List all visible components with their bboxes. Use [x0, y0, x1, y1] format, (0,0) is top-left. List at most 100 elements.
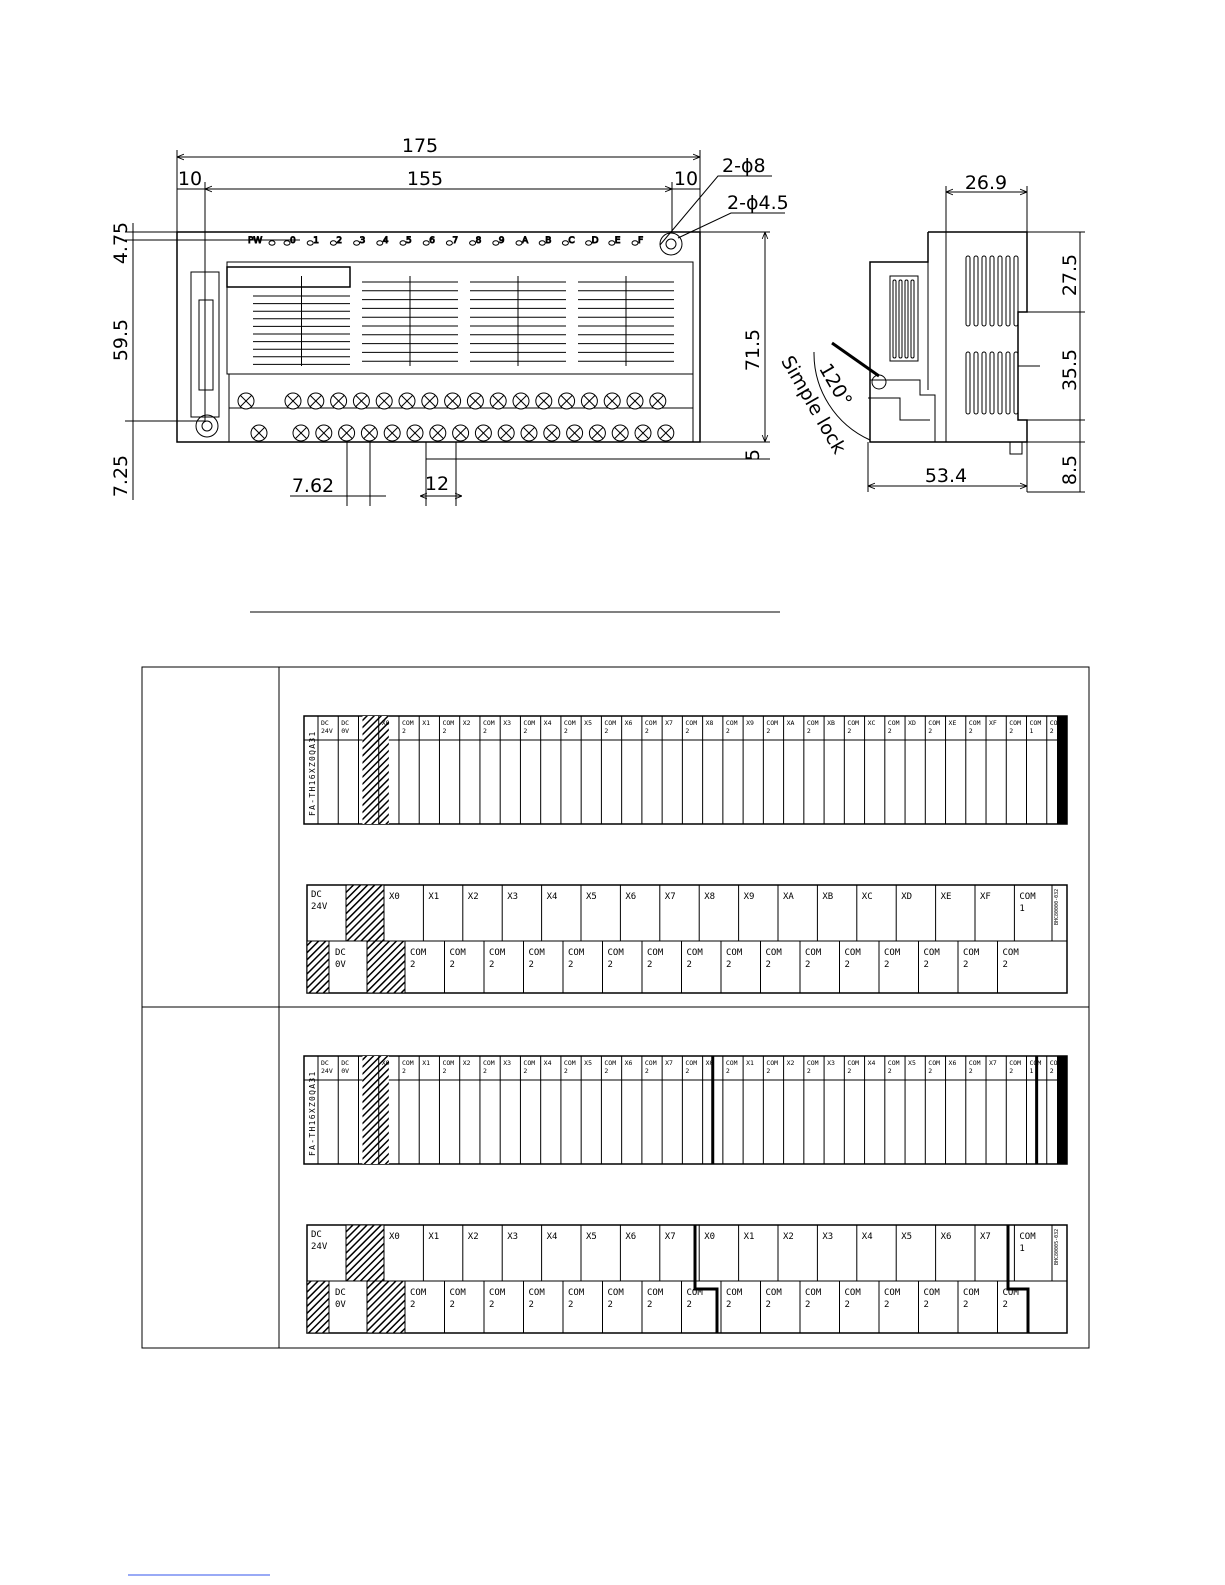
terminal-label: X9 — [744, 892, 755, 902]
label-strip-text: 1 — [1030, 727, 1034, 735]
terminal-label: X8 — [704, 892, 715, 902]
terminal-label: 24V — [311, 1242, 328, 1252]
side-vent — [904, 279, 909, 359]
side-vent — [973, 255, 979, 327]
led-label: 1 — [313, 236, 319, 246]
model-label: FA-TH16XZ0QA31 — [308, 1070, 317, 1156]
code-label: BHC80000-032 — [1054, 889, 1060, 925]
terminal-label: 2 — [608, 960, 613, 970]
label-strip-text: XE — [949, 719, 957, 727]
label-strip-text: COM — [1009, 1059, 1021, 1067]
terminal-label: COM — [726, 948, 743, 958]
label-strip-text: 2 — [847, 727, 851, 735]
terminal-label: COM — [608, 1288, 625, 1298]
screw-slot — [629, 395, 641, 407]
terminal-label: X2 — [468, 1232, 479, 1242]
screw-slot — [492, 395, 505, 407]
label-strip-text: COM — [604, 1059, 616, 1067]
label-strip-text: X6 — [625, 1059, 633, 1067]
label-strip-text: 2 — [928, 1067, 932, 1075]
terminal-label: COM — [529, 1288, 546, 1298]
led-indicator — [538, 240, 546, 246]
side-vent — [1005, 255, 1011, 327]
side-vent — [997, 351, 1003, 415]
label-strip-text: COM — [888, 719, 900, 727]
label-strip-text: X1 — [746, 1059, 754, 1067]
terminal-label: COM — [924, 1288, 941, 1298]
blank-terminal — [306, 1280, 330, 1334]
terminal-label: X7 — [665, 892, 676, 902]
label-strip-text: X3 — [503, 719, 511, 727]
dim-left-margin: 10 — [178, 168, 202, 190]
terminal-label: COM — [608, 948, 625, 958]
dim-terminal-pitch: 7.62 — [292, 475, 334, 497]
terminal-label: 2 — [450, 960, 455, 970]
terminal-table — [141, 666, 1090, 1349]
led-label: 0 — [290, 236, 296, 246]
label-strip-text: X2 — [463, 719, 471, 727]
blank-terminal — [362, 1056, 389, 1164]
label-strip-text: COM — [1050, 1059, 1062, 1067]
led-indicator — [399, 240, 407, 246]
group-separator — [1006, 1225, 1030, 1333]
model-label: FA-TH16XZ0QA31 — [308, 730, 317, 816]
label-strip-text: 2 — [766, 727, 770, 735]
label-strip-text: COM — [847, 1059, 859, 1067]
label-strip-text: X4 — [544, 719, 552, 727]
dim-bottom-width: 53.4 — [925, 465, 967, 487]
screw-slot — [523, 427, 535, 439]
terminal-label: 2 — [489, 960, 494, 970]
terminal-label: X1 — [744, 1232, 755, 1242]
label-strip-text: X7 — [665, 1059, 673, 1067]
label-strip-text: 2 — [1050, 1067, 1054, 1075]
screw-slot — [606, 395, 619, 407]
label-strip-text: COM — [726, 1059, 738, 1067]
label-strip-text: 2 — [888, 727, 892, 735]
screw-slot — [378, 395, 391, 407]
screw-slot — [651, 395, 664, 407]
screw-slot — [591, 427, 604, 439]
terminal-label: X6 — [625, 1232, 636, 1242]
label-strip-text: 2 — [969, 727, 973, 735]
terminal-label: X4 — [547, 1232, 558, 1242]
label-strip-text: 2 — [645, 1067, 649, 1075]
dim-upper: 27.5 — [1059, 254, 1081, 296]
screw-slot — [340, 427, 353, 439]
terminal-label: 24V — [311, 902, 328, 912]
label-strip-text: COM — [888, 1059, 900, 1067]
label-strip-text: X6 — [625, 719, 633, 727]
terminal-label: X5 — [586, 892, 597, 902]
label-strip-text: XD — [908, 719, 916, 727]
label-strip-text: COM — [928, 1059, 940, 1067]
label-strip-text: COM — [564, 1059, 576, 1067]
screw-slot — [317, 427, 330, 439]
terminal-label: X0 — [389, 1232, 400, 1242]
led-label: PW — [248, 236, 262, 246]
screw-slot — [469, 395, 482, 407]
dim-pitch-width: 155 — [407, 168, 443, 190]
label-strip-text: XF — [989, 719, 997, 727]
screw-slot — [287, 395, 299, 407]
label-strip-text: COM — [645, 719, 657, 727]
terminal-label: 2 — [568, 960, 573, 970]
terminal-label: COM — [726, 1288, 743, 1298]
terminal-label: 2 — [845, 1300, 850, 1310]
label-strip-text: 2 — [807, 1067, 811, 1075]
terminal-label: X2 — [468, 892, 479, 902]
label-strip-text: X3 — [503, 1059, 511, 1067]
dim-top-offset: 4.75 — [110, 222, 132, 264]
dim-overall-width: 175 — [402, 135, 438, 157]
side-vent — [965, 351, 971, 415]
terminal-label: X0 — [704, 1232, 715, 1242]
label-strip-text: COM — [766, 719, 778, 727]
label-strip-text: DC — [321, 1059, 329, 1067]
terminal-label: X4 — [547, 892, 558, 902]
label-strip-text: COM — [685, 719, 697, 727]
terminal-label: XD — [901, 892, 912, 902]
label-strip-text: X5 — [908, 1059, 916, 1067]
label-strip-text: XB — [827, 719, 835, 727]
terminal-label: DC — [311, 890, 322, 900]
led-label: A — [522, 236, 529, 246]
